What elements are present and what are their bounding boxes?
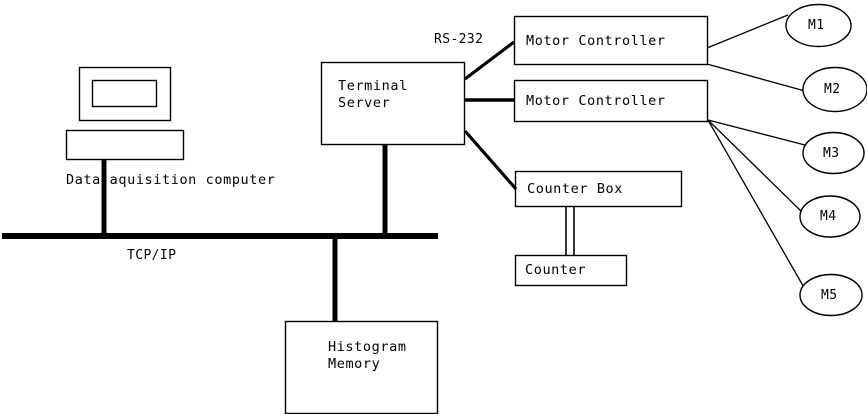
motor-m2-ellipse [802,66,867,113]
link-motor-controller-2-to-m5 [707,119,807,292]
link-motor-controller-1-to-m1 [706,14,789,49]
motor-controller-1-label: Motor Controller [526,33,666,49]
histogram-memory-label-line1: Histogram [328,339,407,355]
link-terminal-server-to-motor-controller-1 [464,40,515,81]
bus-label-tcpip: TCP/IP [127,248,177,263]
terminal-server-label-line1: Terminal [338,78,408,94]
motor-controller-2-box [513,79,709,123]
motor-m1-label: M1 [808,18,825,33]
counter-box [514,254,628,287]
motor-m3-label: M3 [823,146,840,161]
counter-box-label: Counter Box [527,181,624,197]
motor-m4-label: M4 [820,209,837,224]
link-label-rs232: RS-232 [434,32,484,47]
motor-m4-ellipse [799,195,861,238]
computer-label: Data aquisition computer [66,172,276,188]
counter-label: Counter [525,262,587,278]
terminal-server-label-line2: Server [338,95,391,111]
histogram-memory-box [284,320,439,414]
link-motor-controller-1-to-m2 [706,63,806,92]
terminal-server-box [320,61,466,146]
motor-m2-label: M2 [824,82,841,97]
motor-m5-label: M5 [821,288,838,303]
link-motor-controller-2-to-m3 [707,119,806,146]
motor-m3-ellipse [802,131,865,175]
motor-m5-ellipse [799,273,863,317]
histogram-memory-label-line2: Memory [328,356,381,372]
link-terminal-server-to-counter-box [463,129,518,191]
motor-m1-ellipse [785,3,852,48]
computer-base [65,129,185,161]
computer-monitor-screen [91,79,158,108]
motor-controller-2-label: Motor Controller [526,93,666,109]
link-motor-controller-2-to-m4 [707,119,803,213]
motor-controller-1-box [513,15,709,66]
